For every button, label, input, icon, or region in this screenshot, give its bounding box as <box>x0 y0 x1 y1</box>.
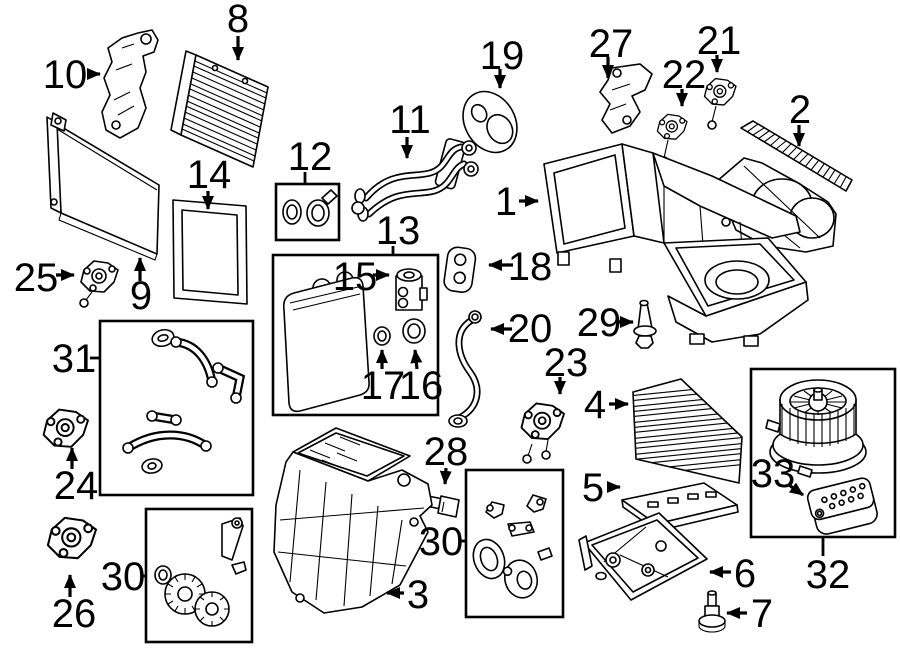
callout-32-label[interactable]: 32 <box>806 553 851 597</box>
part-20-hose <box>448 310 482 428</box>
callout-7-label[interactable]: 7 <box>751 592 773 636</box>
callout-8-label[interactable]: 8 <box>227 0 249 41</box>
callout-13-label[interactable]: 13 <box>376 209 421 253</box>
callout-33-arrow <box>788 482 804 497</box>
part-16-o-ring <box>402 318 426 344</box>
callout-28-arrow <box>439 467 452 485</box>
part-15-expansion-valve <box>395 268 428 311</box>
callout-9-label[interactable]: 9 <box>130 274 152 318</box>
callout-25-label[interactable]: 25 <box>14 256 59 300</box>
callout-arrows <box>56 36 825 619</box>
part-26-actuator <box>46 516 98 560</box>
part-14-frame <box>172 199 248 305</box>
callout-11-label[interactable]: 11 <box>389 98 431 142</box>
callout-30b-label[interactable]: 30 <box>419 520 464 564</box>
part-1-hvac-case <box>543 143 809 347</box>
callout-18-label[interactable]: 18 <box>508 245 553 289</box>
part-13-core <box>282 271 370 413</box>
callout-20-label[interactable]: 20 <box>508 307 553 351</box>
callout-labels: 1 2 3 4 5 6 7 8 9 10 11 12 13 14 15 16 1… <box>14 0 851 636</box>
callout-30a-label[interactable]: 30 <box>101 555 146 599</box>
callout-3-label[interactable]: 3 <box>407 573 429 617</box>
part-6-tray <box>578 512 708 601</box>
callout-2-label[interactable]: 2 <box>789 88 811 132</box>
group-box-12 <box>274 182 341 242</box>
part-17-o-ring <box>373 326 391 346</box>
callout-21-label[interactable]: 21 <box>697 19 742 63</box>
callout-23-label[interactable]: 23 <box>544 341 589 385</box>
part-10-bracket <box>101 29 159 139</box>
part-33-resistor <box>806 477 878 535</box>
callout-10-label[interactable]: 10 <box>43 53 88 97</box>
group-box-30-left <box>144 507 254 644</box>
part-24-actuator <box>42 408 89 448</box>
part-23-actuator <box>520 402 565 464</box>
part-blower-motor <box>765 379 867 478</box>
callout-17-label[interactable]: 17 <box>361 364 406 408</box>
part-19-gasket <box>462 90 518 154</box>
callout-33-label[interactable]: 33 <box>751 452 796 496</box>
callout-1-label[interactable]: 1 <box>495 180 517 224</box>
callout-5-label[interactable]: 5 <box>582 466 604 510</box>
group-box-31 <box>98 319 255 497</box>
group-box-30-right <box>464 468 565 619</box>
group-box-32 <box>749 367 897 539</box>
part-3-lower-case <box>273 427 433 614</box>
callout-12-label[interactable]: 12 <box>288 135 333 179</box>
callout-6-label[interactable]: 6 <box>734 552 756 596</box>
part-25-actuator <box>79 260 119 308</box>
part-27-bracket <box>599 63 653 134</box>
callout-4-label[interactable]: 4 <box>584 383 606 427</box>
callout-16-label[interactable]: 16 <box>399 364 444 408</box>
callout-24-label[interactable]: 24 <box>54 464 99 508</box>
part-9-condenser <box>46 112 160 261</box>
callout-27-label[interactable]: 27 <box>589 22 634 66</box>
callout-22-label[interactable]: 22 <box>662 53 707 97</box>
callout-15-label[interactable]: 15 <box>333 255 378 299</box>
part-30-cams-left <box>154 517 247 627</box>
callout-28-label[interactable]: 28 <box>424 430 469 474</box>
part-30-cams-right <box>472 494 553 599</box>
part-4-cabin-filter <box>632 378 743 484</box>
part-21-actuator <box>703 77 737 130</box>
part-7-screw <box>698 590 726 633</box>
part-31-linkages <box>122 328 246 474</box>
part-29-drain-valve <box>633 299 657 349</box>
group-box-13 <box>271 253 440 417</box>
callout-19-label[interactable]: 19 <box>480 34 525 78</box>
part-12-grommets <box>282 189 338 227</box>
part-8-evaporator-core <box>170 50 269 168</box>
part-18-seal <box>443 246 477 293</box>
callout-29-label[interactable]: 29 <box>577 301 622 345</box>
callout-31-label[interactable]: 31 <box>52 337 97 381</box>
part-11-pipes <box>351 138 479 222</box>
callout-26-label[interactable]: 26 <box>52 592 97 636</box>
callout-16-arrow <box>410 349 423 370</box>
callout-14-label[interactable]: 14 <box>187 153 232 197</box>
